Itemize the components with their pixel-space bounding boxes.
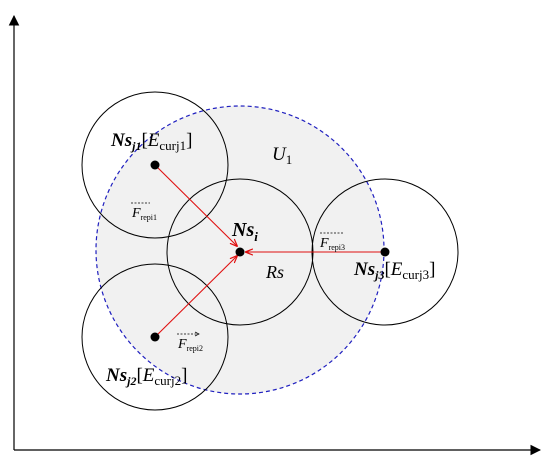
node-j3-dot [380,247,390,257]
force-label-3: Frepi3 [319,232,345,252]
radius-label: Rs [265,262,284,282]
center-node-label: Nsi [231,219,258,244]
node-center-dot [235,247,245,257]
region-label: U1 [272,144,292,167]
svg-text:Frepi2: Frepi2 [177,337,203,353]
force-label-1: Frepi1 [131,202,157,222]
node-j3-label: Nsj3[Ecurj3] [353,259,435,282]
force-label-2: Frepi2 [177,331,203,353]
circle-j2 [81,263,229,411]
circle-j1 [81,91,229,239]
svg-text:Frepi1: Frepi1 [131,206,157,222]
node-j2-label: Nsj2[Ecurj2] [105,365,187,388]
force-arrow-1 [154,164,237,246]
force-arrow-2 [154,256,237,338]
svg-text:Frepi3: Frepi3 [319,236,345,252]
node-j2-dot [150,332,160,342]
node-j1-label: Nsj1[Ecurj1] [110,130,192,153]
node-j1-dot [150,160,160,170]
